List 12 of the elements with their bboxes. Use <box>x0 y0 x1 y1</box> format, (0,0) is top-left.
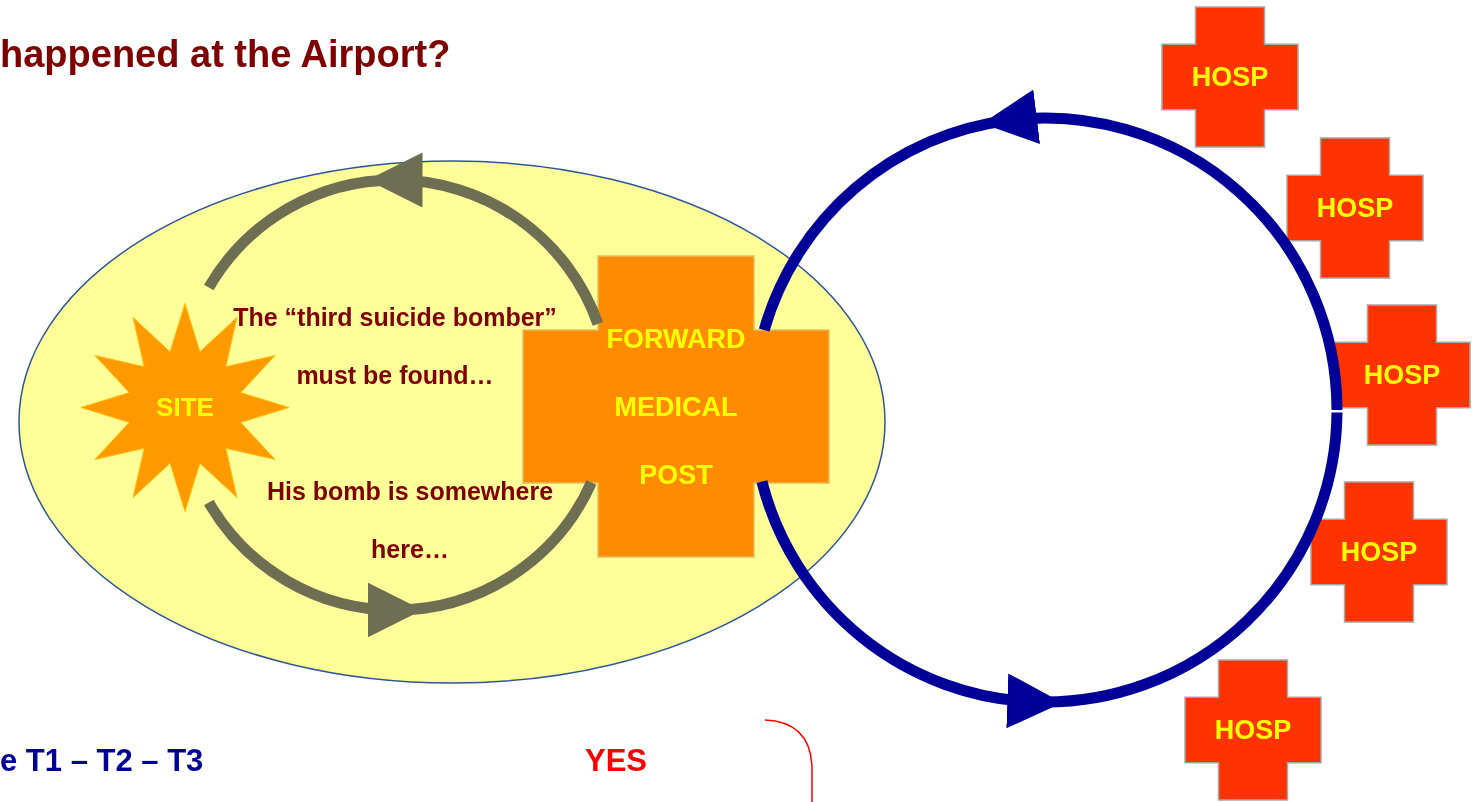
slide-text: The “third suicide bomber” must be found… <box>232 302 558 391</box>
node-label: SITE <box>156 391 214 424</box>
node-label: HOSP <box>1363 358 1441 392</box>
node-label: HOSP <box>1340 535 1418 569</box>
slide-text: YES <box>585 742 648 780</box>
slide-title: happened at the Airport? <box>0 32 451 77</box>
node-label: HOSP <box>1316 191 1394 225</box>
node-label: HOSP <box>1191 60 1269 94</box>
node-label: HOSP <box>1214 713 1292 747</box>
slide-text: His bomb is somewhere here… <box>265 476 555 565</box>
node-label: FORWARD MEDICAL POST <box>605 322 747 492</box>
slide-text: e T1 – T2 – T3 <box>0 742 204 780</box>
